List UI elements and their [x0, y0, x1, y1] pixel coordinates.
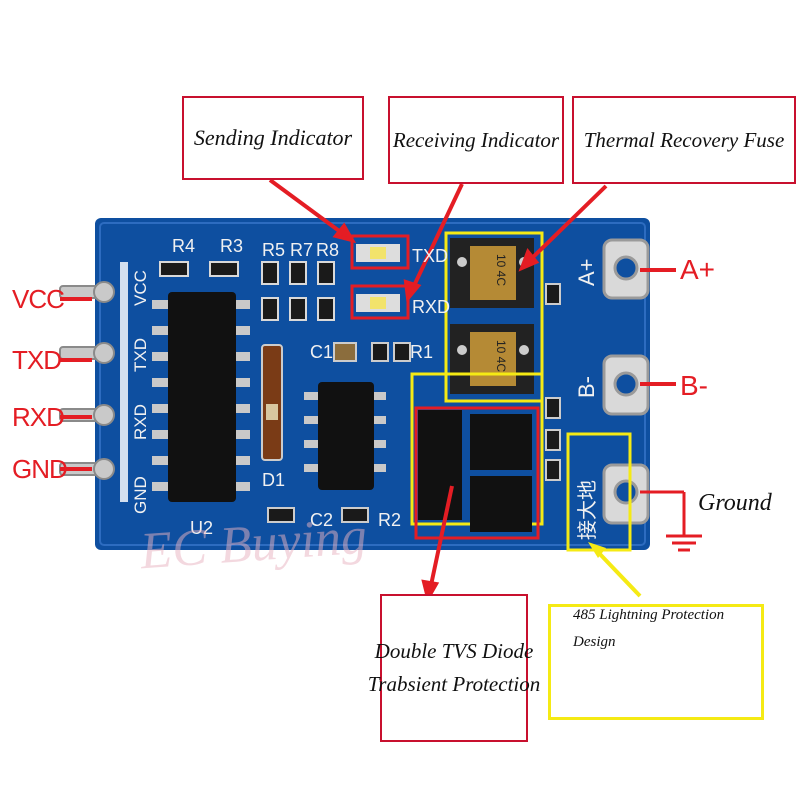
silk-led-txd: TXD: [412, 246, 448, 266]
thermal-fuses: [444, 231, 544, 403]
ground-symbol: [640, 490, 702, 552]
silk-d1: D1: [262, 470, 285, 490]
pin-label-gnd: GND: [12, 454, 68, 484]
callout-lightning-line2: Design: [573, 634, 616, 650]
chip-max485: [304, 382, 386, 490]
terminal-label-a: A+: [680, 254, 716, 285]
chip-u2: [152, 292, 250, 502]
callout-receiving-indicator: Receiving Indicator: [388, 96, 564, 184]
callout-sending-indicator: Sending Indicator: [182, 96, 364, 180]
callout-receiving-text: Receiving Indicator: [392, 127, 560, 152]
terminal-label-b: B-: [680, 370, 708, 401]
pin-label-txd: TXD: [12, 345, 62, 375]
led-indicators: [350, 234, 410, 320]
silk-a-plus: A+: [574, 258, 599, 286]
callout-tvs-line2: Trabsient Protection: [367, 672, 541, 696]
silk-ground-cn: 接大地: [576, 480, 599, 540]
smd-resistors: [159, 261, 335, 321]
leader-lines: [60, 178, 676, 604]
silk-b-minus: B-: [574, 376, 599, 398]
callout-tvs-line1: Double TVS Diode: [374, 639, 534, 663]
silk-r1: R1: [410, 342, 433, 362]
silk-fuse-2: 10 4C: [494, 340, 508, 372]
silk-vcc: VCC: [131, 270, 150, 306]
pin-label-vcc: VCC: [12, 284, 65, 314]
silk-u2: U2: [190, 518, 213, 538]
silk-r3: R3: [220, 236, 243, 256]
tvs-diodes: [410, 372, 544, 540]
pin-label-rxd: RXD: [12, 402, 65, 432]
callout-tvs-diode: Double TVS Diode Trabsient Protection: [368, 594, 540, 742]
callout-thermal-fuse: Thermal Recovery Fuse: [572, 96, 796, 184]
silk-r2: R2: [378, 510, 401, 530]
ground-label: Ground: [698, 490, 772, 516]
silk-c2: C2: [310, 510, 333, 530]
screw-terminals: [602, 238, 650, 525]
callout-lightning-protection: 485 Lightning Protection Design: [548, 604, 764, 720]
silk-txd: TXD: [131, 338, 150, 372]
silk-r4: R4: [172, 236, 195, 256]
silk-r8: R8: [316, 240, 339, 260]
silk-led-rxd: RXD: [412, 297, 450, 317]
callout-lightning-line1: 485 Lightning Protection: [573, 607, 725, 623]
silk-c1: C1: [310, 342, 333, 362]
diode-d1: [261, 344, 283, 461]
callout-fuse-text: Thermal Recovery Fuse: [583, 127, 785, 152]
silk-fuse-1: 10 4C: [494, 254, 508, 286]
silk-r7: R7: [290, 240, 313, 260]
silk-rxd: RXD: [131, 404, 150, 440]
callout-sending-text: Sending Indicator: [193, 125, 353, 150]
silk-r5: R5: [262, 240, 285, 260]
silk-gnd: GND: [131, 476, 150, 514]
